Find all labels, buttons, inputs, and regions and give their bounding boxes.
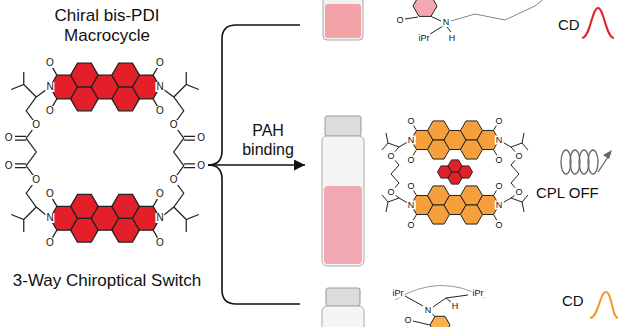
atom-label: O xyxy=(514,188,523,197)
atom-label: O xyxy=(31,120,41,130)
cpl-helix-icon-part xyxy=(603,150,612,159)
vial-middle-part xyxy=(325,116,361,136)
vial-middle-part xyxy=(324,186,362,264)
atom-label: O xyxy=(45,238,55,248)
atom-label: O xyxy=(45,58,55,68)
atom-label: O xyxy=(196,133,206,143)
cpl-helix-icon xyxy=(561,150,612,174)
atom-label: O xyxy=(494,181,503,190)
atom-label: iPr xyxy=(472,289,485,298)
atom-label: O xyxy=(155,58,165,68)
host-guest-structure-part xyxy=(411,186,499,224)
cpl-branch-middle: CPL OFF xyxy=(305,108,624,278)
atom-label: O xyxy=(169,120,179,130)
atom-label: O xyxy=(386,188,395,197)
atom-label: O xyxy=(494,155,503,164)
atom-label: O xyxy=(406,116,415,125)
panel-title: Chiral bis-PDI Macrocycle xyxy=(12,6,202,46)
atom-label: O xyxy=(406,155,415,164)
host-guest-structure-part xyxy=(411,121,499,159)
atom-label: O xyxy=(169,175,179,185)
atom-label: O xyxy=(406,220,415,229)
atom-label: iPr xyxy=(418,34,431,43)
vial-middle xyxy=(322,116,364,266)
atom-label: N xyxy=(407,136,416,145)
atom-label: N xyxy=(442,18,451,27)
atom-label: O xyxy=(31,175,41,185)
macrocycle-structure-part xyxy=(50,194,160,242)
macrocycle-structure-part xyxy=(184,136,195,167)
atom-label: O xyxy=(403,316,412,325)
vial-bottom xyxy=(322,288,364,327)
cd-label: CD xyxy=(558,16,580,34)
vial-top-part xyxy=(325,4,361,38)
bottom-partial-structure-part xyxy=(430,316,450,327)
atom-label: O xyxy=(494,116,503,125)
cd-branch-top: CD xyxy=(300,0,624,50)
top-partial-structure xyxy=(405,0,614,38)
bottom-partial-structure-part xyxy=(405,295,468,325)
cd-branch-bottom: CD xyxy=(300,282,624,327)
panel-subtitle: 3-Way Chiroptical Switch xyxy=(12,271,202,291)
atom-label: N xyxy=(407,201,416,210)
top-partial-structure-part xyxy=(405,16,451,34)
top-partial-structure-part xyxy=(582,8,614,38)
atom-label: H xyxy=(448,34,457,43)
atom-label: N xyxy=(155,82,164,92)
top-partial-structure-part xyxy=(451,0,545,21)
vial-top-part xyxy=(323,0,363,40)
vial-middle-part xyxy=(322,136,364,266)
atom-label: O xyxy=(45,189,55,199)
cpl-label: CPL OFF xyxy=(536,184,599,202)
atom-label: O xyxy=(494,220,503,229)
cd-label: CD xyxy=(562,292,584,310)
atom-label: O xyxy=(45,106,55,116)
atom-label: O xyxy=(155,189,165,199)
atom-label: O xyxy=(406,181,415,190)
macrocycle-structure-part xyxy=(174,72,199,232)
vial-bottom-part xyxy=(326,288,360,306)
macrocycle-structure-part xyxy=(50,63,160,111)
cpl-helix-icon-part xyxy=(588,150,598,174)
vial-bottom-part xyxy=(322,306,364,327)
arrow-label: PAH binding xyxy=(232,122,304,160)
atom-label: N xyxy=(495,201,504,210)
vial-top xyxy=(323,0,363,40)
atom-label: O xyxy=(155,238,165,248)
reaction-arrow xyxy=(210,164,305,166)
macrocycle-panel: Chiral bis-PDI Macrocycle 3-Way Chiroptic… xyxy=(0,0,210,327)
atom-label: N xyxy=(495,136,504,145)
host-guest-structure xyxy=(382,121,528,224)
atom-label: N xyxy=(424,306,433,315)
atom-label: O xyxy=(395,16,404,25)
atom-label: iPr xyxy=(392,289,405,298)
host-guest-structure-part xyxy=(438,160,473,184)
host-guest-structure-part xyxy=(511,133,528,212)
atom-label: O xyxy=(386,152,395,161)
bottom-partial-structure-part xyxy=(590,292,618,318)
atom-label: O xyxy=(4,161,14,171)
host-guest-structure-part xyxy=(382,133,399,212)
macrocycle-structure xyxy=(11,63,199,242)
atom-label: H xyxy=(451,302,460,311)
atom-label: O xyxy=(196,161,206,171)
top-partial-structure-part xyxy=(413,0,437,16)
atom-label: N xyxy=(155,213,164,223)
macrocycle-structure-part xyxy=(15,136,26,167)
atom-label: O xyxy=(4,133,14,143)
atom-label: N xyxy=(45,82,54,92)
bottom-partial-structure xyxy=(395,285,618,327)
reaction-arrow xyxy=(208,165,300,304)
atom-label: O xyxy=(514,152,523,161)
macrocycle-structure-part xyxy=(11,72,36,232)
atom-label: N xyxy=(45,213,54,223)
atom-label: O xyxy=(155,106,165,116)
